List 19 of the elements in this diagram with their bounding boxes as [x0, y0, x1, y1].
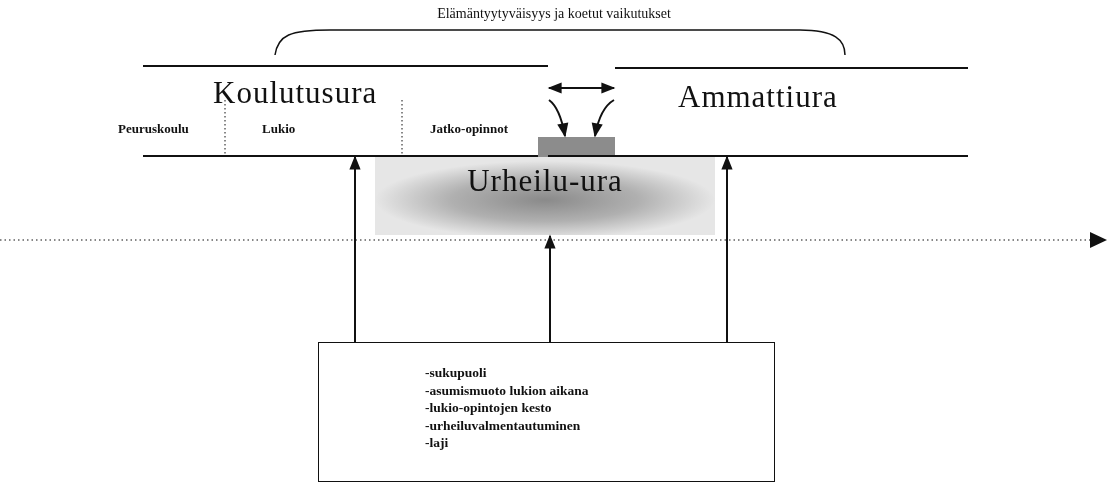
- stage-label: Lukio: [262, 121, 296, 137]
- factor-box: [318, 342, 775, 482]
- arrow: [548, 99, 569, 138]
- heading-label: Elämäntyytyväisyys ja koetut vaikutukset: [436, 6, 672, 22]
- arrow: [544, 234, 556, 343]
- stage-label: Jatko-opinnot: [430, 121, 509, 137]
- arrow: [349, 155, 361, 343]
- arrow: [721, 155, 733, 343]
- arrow: [547, 82, 616, 94]
- factor-item: -asumismuoto lukion aikana: [425, 382, 589, 399]
- factor-item: -lukio-opintojen kesto: [425, 400, 552, 416]
- band-title: Ammattiura: [678, 79, 838, 115]
- factor-item: -urheiluvalmentautuminen: [425, 417, 581, 434]
- factor-item: -laji: [425, 435, 449, 451]
- band-title: Urheilu-ura: [466, 163, 624, 199]
- arrow: [591, 99, 615, 138]
- band-title: Koulutusura: [213, 75, 378, 111]
- stage-label: Peuruskoulu: [118, 121, 189, 137]
- factor-item: -sukupuoli: [425, 365, 487, 381]
